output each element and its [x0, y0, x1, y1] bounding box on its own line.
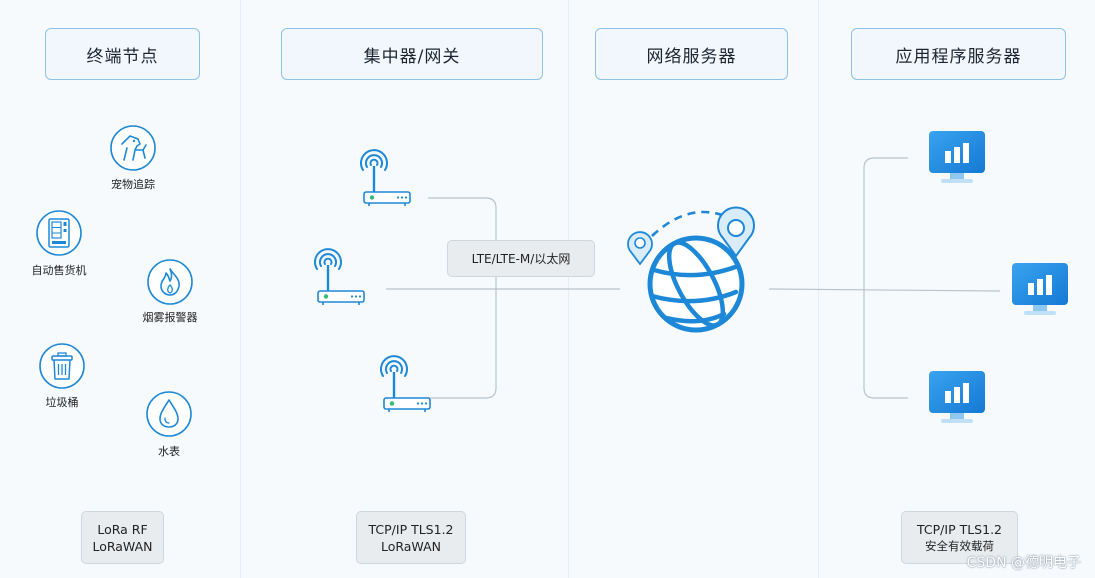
protocol-line: LoRaWAN [92, 538, 153, 554]
device-label-water-meter: 水表 [158, 445, 180, 458]
header-gateway: 集中器/网关 [281, 28, 543, 80]
protocol-line: 安全有效载荷 [925, 538, 994, 553]
router-icon [380, 355, 431, 412]
dog-icon [110, 125, 156, 171]
column-divider [240, 0, 241, 578]
monitor-chart-icon [1012, 263, 1068, 315]
app-server-connector [768, 157, 1001, 399]
monitor-chart-icon [929, 131, 985, 183]
device-label-trash-can: 垃圾桶 [45, 396, 79, 409]
protocol-line: LoRa RF [97, 521, 148, 537]
header-app-server: 应用程序服务器 [851, 28, 1066, 80]
location-pin-icon [627, 231, 653, 266]
monitor-chart-icon [929, 371, 985, 423]
router-icon [314, 248, 365, 305]
globe-icon [647, 235, 745, 333]
header-network-server: 网络服务器 [595, 28, 788, 80]
device-label-smoke-alarm: 烟雾报警器 [142, 311, 198, 324]
protocol-box-end-nodes: LoRa RF LoRaWAN [81, 511, 164, 564]
device-label-pet-tracking: 宠物追踪 [111, 178, 155, 191]
trash-icon [39, 343, 85, 389]
gateway-connector [386, 197, 620, 399]
watermark: CSDN @德明电子 [966, 555, 1081, 571]
device-label-vending-machine: 自动售货机 [31, 264, 87, 277]
router-icon [360, 149, 411, 206]
link-label-lte-ethernet: LTE/LTE-M/以太网 [447, 240, 595, 277]
protocol-box-gateway: TCP/IP TLS1.2 LoRaWAN [356, 511, 466, 564]
protocol-line: TCP/IP TLS1.2 [368, 521, 454, 537]
header-end-nodes: 终端节点 [45, 28, 200, 80]
vending-machine-icon [36, 210, 82, 256]
protocol-line: TCP/IP TLS1.2 [917, 521, 1002, 537]
protocol-box-app-server: TCP/IP TLS1.2 安全有效载荷 [901, 511, 1018, 564]
location-pin-icon [717, 206, 755, 258]
flame-icon [147, 259, 193, 305]
water-drop-icon [146, 391, 192, 437]
protocol-line: LoRaWAN [380, 538, 442, 554]
